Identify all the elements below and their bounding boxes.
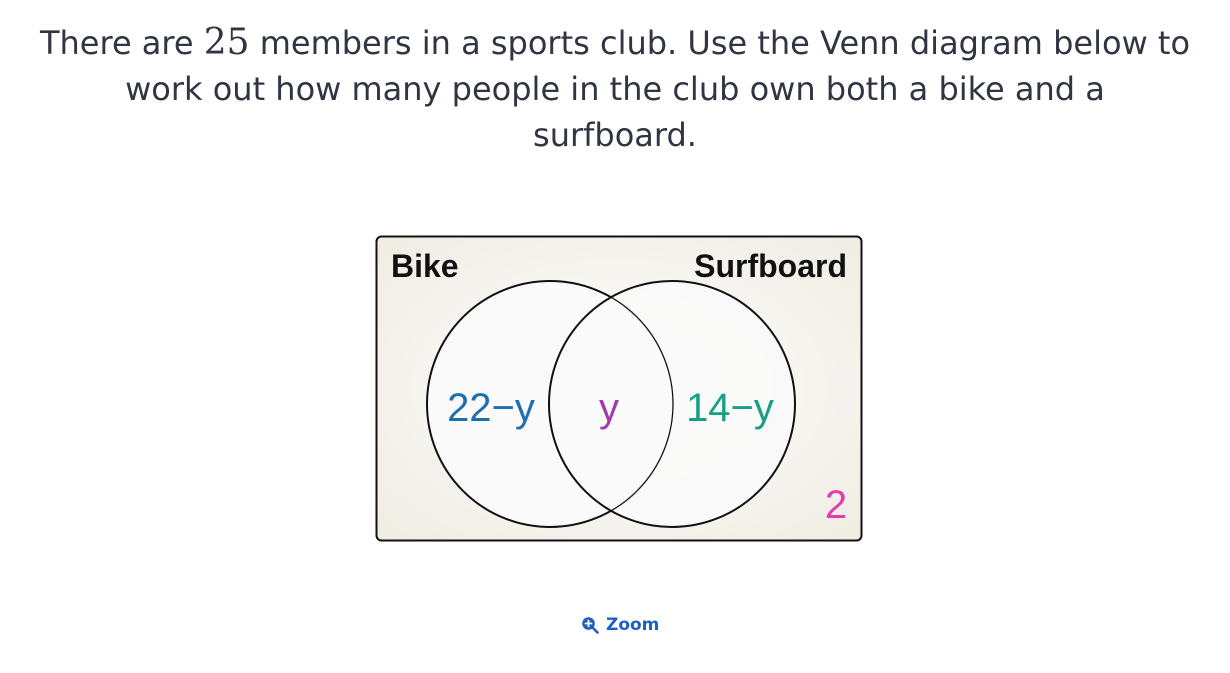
outside-value: 2 — [825, 483, 847, 527]
member-count: 25 — [203, 22, 250, 63]
bike-only-value: 22−y — [447, 386, 535, 430]
question-line-1: There are 25 members in a sports club. U… — [0, 20, 1230, 66]
zoom-in-icon — [582, 617, 599, 634]
question-part-1: There are — [39, 24, 204, 62]
surfboard-circle — [548, 280, 796, 528]
question-line-3: surfboard. — [533, 116, 697, 154]
bike-label: Bike — [391, 248, 459, 284]
question-part-2: members in a sports club. Use the Venn d… — [249, 24, 1191, 62]
intersection-value: y — [599, 386, 619, 430]
zoom-button[interactable]: Zoom — [581, 615, 659, 635]
question-text: There are 25 members in a sports club. U… — [0, 20, 1230, 158]
zoom-label: Zoom — [606, 615, 660, 635]
venn-svg: Bike Surfboard 22−y y 14−y 2 — [375, 235, 863, 542]
bike-circle-outline — [426, 280, 674, 528]
venn-diagram: Bike Surfboard 22−y y 14−y 2 — [375, 235, 863, 542]
surfboard-label: Surfboard — [694, 248, 847, 284]
question-line-2: work out how many people in the club own… — [125, 70, 1105, 108]
surfboard-only-value: 14−y — [686, 386, 774, 430]
